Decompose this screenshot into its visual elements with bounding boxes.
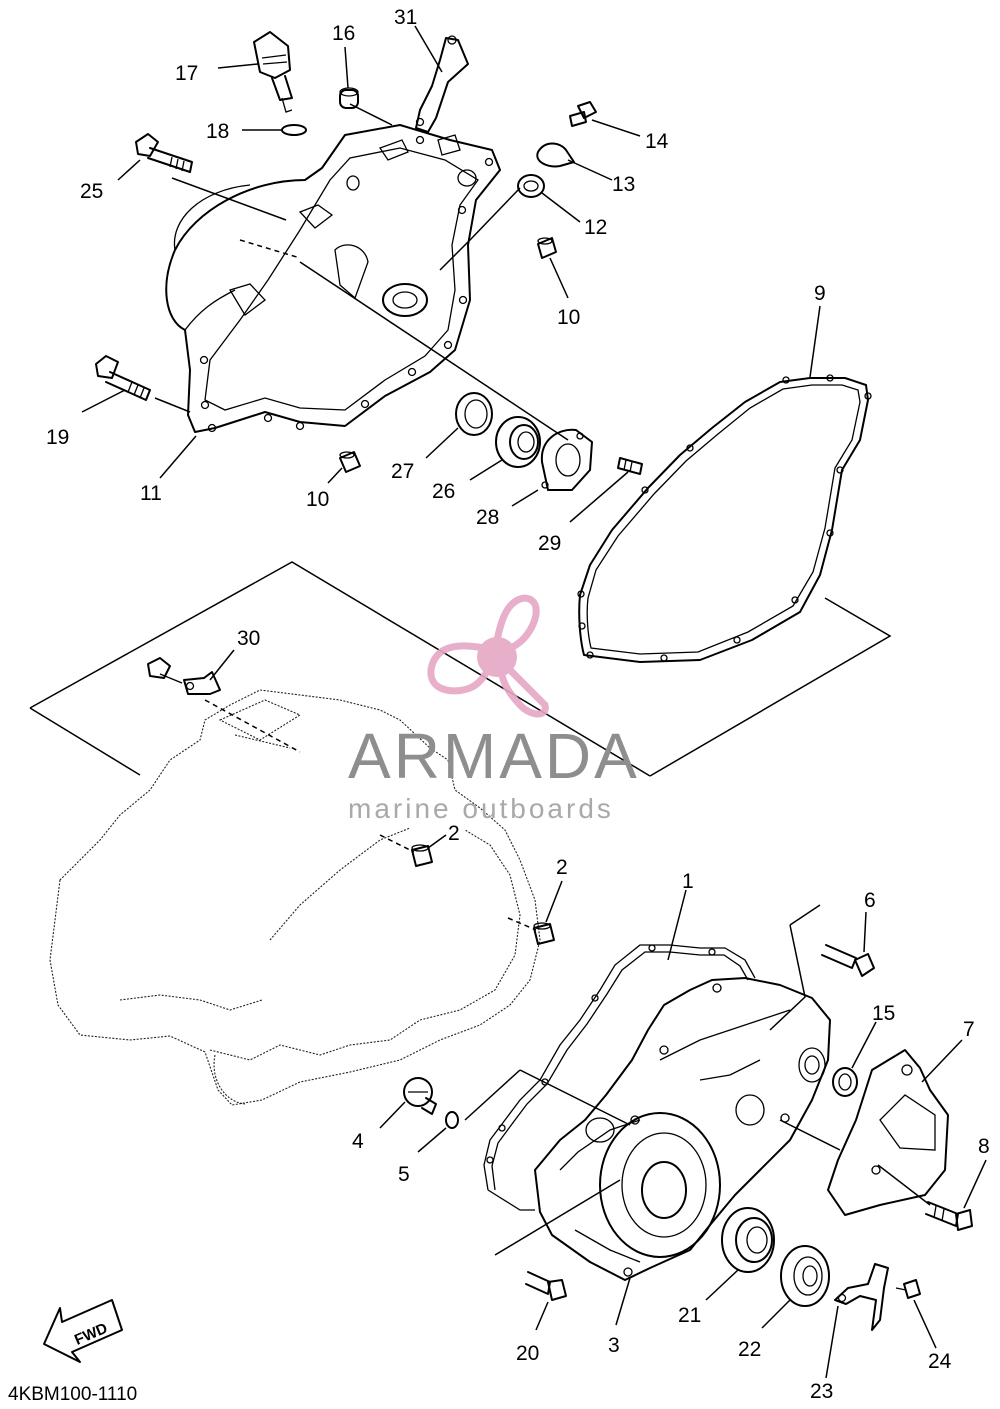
watermark: ARMADA marine outboards: [348, 594, 640, 824]
callout-leaders: [81, 25, 987, 1379]
crankcase-cover-left: [165, 124, 501, 433]
callout-labels: 1 2 2 3 4 5 6 7 8 9 10 10 11 12 13 14 15…: [46, 6, 990, 1403]
bearing-26: [495, 416, 541, 468]
cover-7: [827, 1049, 949, 1216]
callout-24: 24: [928, 1350, 952, 1373]
callout-20: 20: [516, 1342, 539, 1365]
bolt-19: [95, 355, 151, 401]
bearing-plate: [540, 428, 593, 491]
callout-26: 26: [432, 480, 455, 503]
callout-3: 3: [608, 1334, 620, 1357]
callout-16: 16: [332, 22, 355, 45]
dowel-pin-upper: [537, 237, 557, 259]
oil-level-gauge: [253, 31, 293, 113]
callout-29: 29: [538, 532, 561, 555]
bolt-20: [525, 1271, 567, 1301]
bearing-21: [721, 1207, 775, 1273]
callout-9: 9: [814, 282, 826, 305]
bolt-8: [925, 1201, 973, 1231]
callout-7: 7: [963, 1018, 975, 1041]
callout-17: 17: [175, 62, 198, 85]
diagram-code: 4KBM100-1110: [8, 1384, 137, 1405]
bolt-6: [821, 944, 875, 977]
oil-seal-22: [780, 1245, 830, 1307]
callout-12: 12: [584, 216, 607, 239]
callout-6: 6: [864, 889, 876, 912]
callout-18: 18: [206, 120, 229, 143]
callout-22: 22: [738, 1338, 761, 1361]
callout-30: 30: [237, 627, 260, 650]
oil-filler-plug: [403, 1077, 437, 1115]
callout-31: 31: [394, 6, 417, 29]
callout-2a: 2: [448, 822, 460, 845]
blind-plug: [339, 87, 359, 109]
bolt-14: [569, 101, 597, 127]
cable-holder: [415, 35, 469, 133]
stay-30-bolt: [147, 657, 183, 684]
retainer-23: [834, 1263, 889, 1331]
callout-8: 8: [978, 1135, 990, 1158]
screw-29: [617, 457, 643, 475]
crankcase-cover-right: [534, 977, 831, 1281]
callout-11: 11: [140, 482, 162, 505]
callout-19: 19: [46, 426, 69, 449]
callout-21: 21: [678, 1304, 701, 1327]
callout-27: 27: [391, 460, 414, 483]
callout-10a: 10: [557, 306, 580, 329]
callout-13: 13: [612, 173, 635, 196]
gasket: [577, 374, 872, 663]
o-ring-5: [445, 1111, 459, 1129]
callout-4: 4: [352, 1130, 364, 1153]
oil-seal-15: [832, 1067, 858, 1097]
callout-1: 1: [682, 870, 694, 893]
oil-seal-27: [455, 392, 493, 436]
watermark-brand: ARMADA: [348, 720, 640, 792]
dowel-pin-crankcase-2: [533, 922, 555, 945]
bolt-25: [135, 133, 193, 173]
callout-14: 14: [645, 130, 669, 153]
gasket-right-cover: [483, 944, 756, 1211]
callout-28: 28: [476, 506, 499, 529]
o-ring: [281, 124, 307, 136]
propeller-logo: [427, 594, 549, 718]
cover-plate: [536, 142, 575, 168]
stay-30: [183, 671, 221, 695]
forward-direction-arrow: FWD: [43, 1299, 123, 1363]
callout-10b: 10: [306, 488, 329, 511]
callout-25: 25: [80, 180, 103, 203]
engine-crankcase-reference: [49, 689, 541, 1106]
callout-5: 5: [398, 1163, 410, 1186]
callout-2b: 2: [556, 856, 568, 879]
callout-15: 15: [872, 1002, 895, 1025]
oil-seal-12: [517, 174, 545, 198]
callout-23: 23: [810, 1380, 833, 1403]
dowel-pin-lower: [339, 451, 361, 473]
screw-24: [895, 1279, 921, 1299]
watermark-tagline: marine outboards: [348, 793, 614, 824]
